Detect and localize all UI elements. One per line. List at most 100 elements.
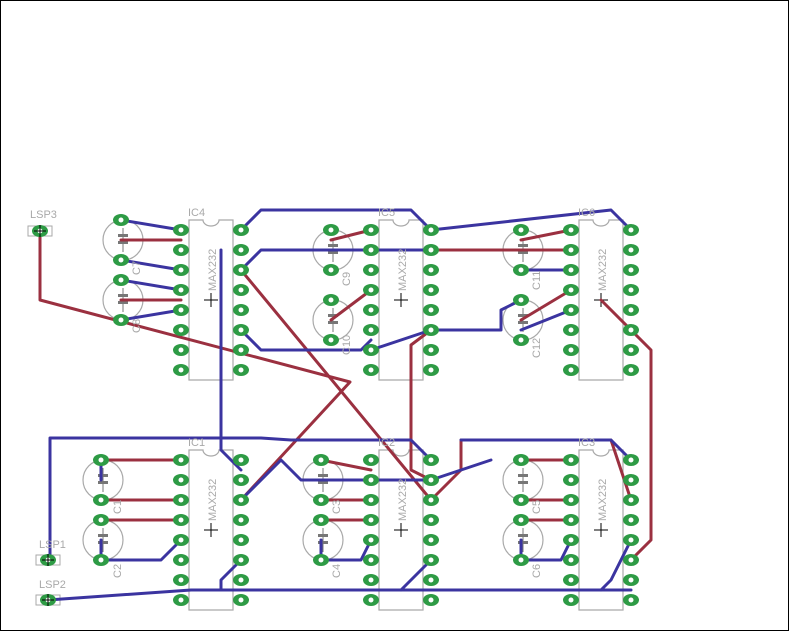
chip-pad-ic4 [233, 284, 249, 296]
pad-hole [628, 247, 634, 253]
cap-label-c11: C11 [531, 271, 543, 290]
chip-pad-ic2 [423, 494, 439, 506]
cap-label-c10: C10 [341, 335, 353, 355]
chip-pad-ic3 [563, 514, 579, 526]
pad-hole [328, 297, 334, 303]
top-trace [519, 288, 573, 322]
pad-hole [238, 347, 244, 353]
pad-hole [628, 517, 634, 523]
chip-pad-ic5 [423, 284, 439, 296]
chip-pad-ic6 [623, 344, 639, 356]
pad-hole [568, 537, 574, 543]
chip-pad-ic1 [173, 474, 189, 486]
chip-value-ic1: MAX232 [207, 479, 219, 521]
chip-pad-ic1 [233, 594, 249, 606]
chip-pad-ic4 [233, 324, 249, 336]
chip-pad-ic3 [563, 494, 579, 506]
chip-pad-ic5 [363, 344, 379, 356]
chip-pad-ic5 [363, 224, 379, 236]
chip-label-ic6: IC6 [578, 207, 595, 219]
chip-pad-ic2 [363, 474, 379, 486]
chip-pad-ic1 [173, 554, 189, 566]
chip-label-ic4: IC4 [188, 207, 205, 219]
pad-hole [628, 537, 634, 543]
chip-pad-ic2 [363, 554, 379, 566]
chip-pad-ic2 [423, 574, 439, 586]
chip-pad-ic1 [233, 454, 249, 466]
pad-hole [428, 287, 434, 293]
cap-pad-c4 [313, 554, 329, 566]
chip-outline-ic1 [188, 449, 234, 611]
chip-pad-ic1 [233, 534, 249, 546]
top-trace [319, 458, 373, 472]
chip-pad-ic6 [563, 264, 579, 276]
chip-label-ic1: IC1 [188, 437, 205, 449]
cap-label-c2: C2 [112, 564, 124, 578]
pad-hole [628, 347, 634, 353]
bottom-trace [219, 248, 243, 472]
pad-hole [628, 227, 634, 233]
cap-pad-c6 [513, 554, 529, 566]
cap-label-c4: C4 [331, 564, 343, 578]
pad-hole [368, 477, 374, 483]
chip-pad-ic5 [423, 224, 439, 236]
chip-pad-ic5 [363, 284, 379, 296]
chip-pad-ic1 [173, 574, 189, 586]
bottom-trace [319, 538, 373, 562]
pad-hole [238, 247, 244, 253]
top-trace [409, 328, 433, 482]
pad-hole [428, 577, 434, 583]
pad-hole [428, 227, 434, 233]
chip-pad-ic6 [623, 304, 639, 316]
cap-pad-c5 [513, 494, 529, 506]
pad-hole [428, 497, 434, 503]
pad-hole [178, 597, 184, 603]
chip-pad-ic4 [233, 244, 249, 256]
pad-hole [628, 267, 634, 273]
chip-pad-ic2 [363, 514, 379, 526]
chip-pad-ic2 [423, 534, 439, 546]
pad-hole [368, 557, 374, 563]
pad-hole [428, 307, 434, 313]
pad-hole [628, 457, 634, 463]
chip-pad-ic3 [563, 574, 579, 586]
chip-pad-ic5 [423, 344, 439, 356]
pad-hole [178, 227, 184, 233]
chip-pad-ic1 [173, 454, 189, 466]
pad-hole [518, 517, 524, 523]
pad-hole [328, 267, 334, 273]
pad-hole [178, 477, 184, 483]
pad-hole [318, 517, 324, 523]
cap-pad-c12 [513, 294, 529, 306]
chip-pad-ic2 [423, 454, 439, 466]
bottom-trace [459, 438, 633, 462]
pad-hole [328, 227, 334, 233]
pad-hole [368, 347, 374, 353]
cap-pad-c3 [313, 494, 329, 506]
pad-hole [628, 477, 634, 483]
pad-hole [368, 577, 374, 583]
cap-pad-c2 [93, 514, 109, 526]
pad-hole [118, 217, 124, 223]
chip-value-ic5: MAX232 [397, 249, 409, 291]
pad-hole [428, 597, 434, 603]
chip-label-ic5: IC5 [378, 207, 395, 219]
pad-hole [368, 517, 374, 523]
chip-pad-ic4 [233, 264, 249, 276]
chip-pad-ic5 [363, 324, 379, 336]
pad-hole [98, 457, 104, 463]
chip-pad-ic5 [423, 244, 439, 256]
pad-hole [568, 247, 574, 253]
chip-pad-ic1 [173, 534, 189, 546]
cap-pad-c3 [313, 454, 329, 466]
chip-pad-ic5 [423, 364, 439, 376]
pad-hole [368, 497, 374, 503]
pad-hole [428, 537, 434, 543]
cap-pad-c7 [113, 214, 129, 226]
pad-hole [428, 557, 434, 563]
pad-hole [368, 537, 374, 543]
pad-hole [428, 477, 434, 483]
chip-pad-ic1 [233, 474, 249, 486]
